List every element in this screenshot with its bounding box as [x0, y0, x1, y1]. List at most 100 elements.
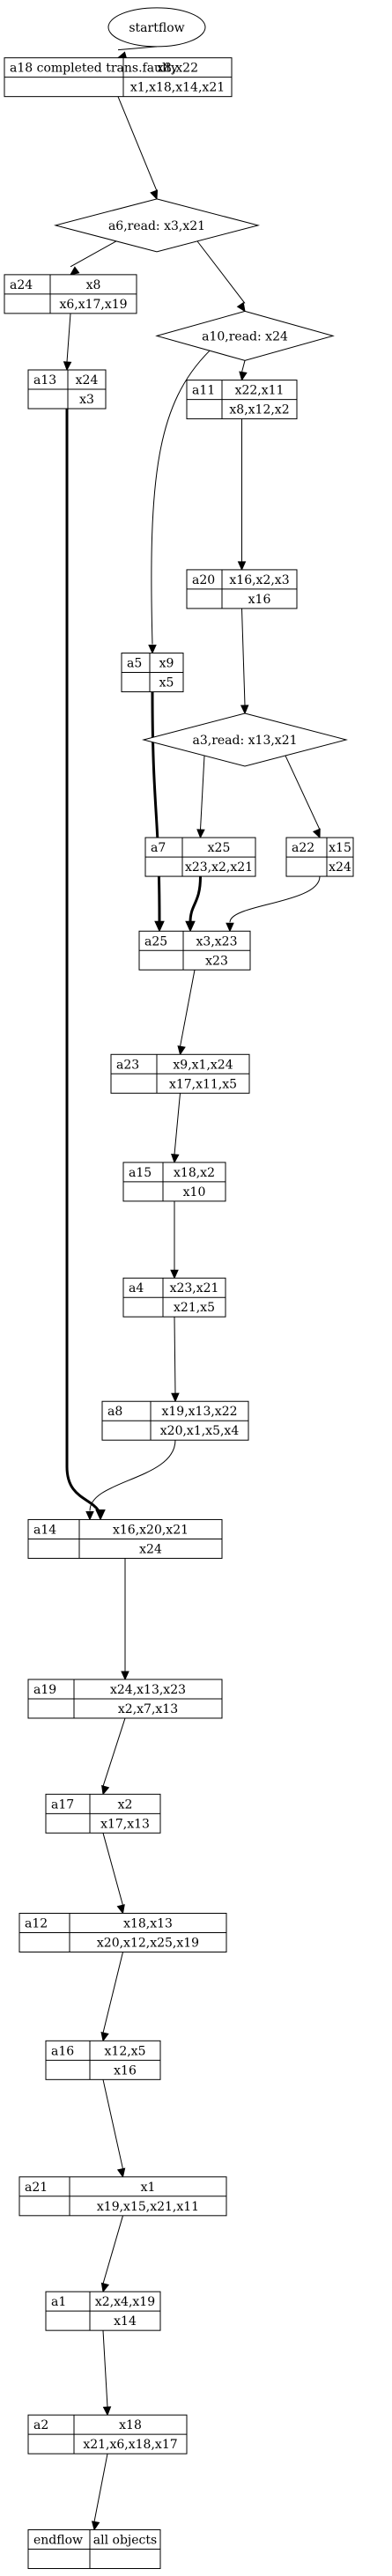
edge-a17-a12: [102, 1833, 125, 1915]
node-top-value: x9,x1,x24: [173, 1058, 233, 1072]
node-top-value: x24: [76, 373, 99, 388]
edge-arrowhead: [70, 266, 80, 276]
node-label: a2: [33, 2418, 48, 2432]
node-label: a14: [33, 1523, 56, 1537]
decision-a10: a10,read: x24: [155, 310, 335, 361]
node-bottom-value: x23,x2,x21: [185, 860, 253, 875]
edge-line: [229, 876, 321, 923]
node-label: a15: [129, 1166, 152, 1180]
edge-a22-a25: [226, 876, 321, 933]
node-bottom-value: x24: [139, 1542, 162, 1556]
edge-a7-a25: [185, 876, 202, 933]
edge-arrowhead: [100, 2282, 110, 2293]
edge-line: [65, 409, 100, 1512]
edge-line: [285, 755, 321, 830]
edge-arrowhead: [240, 705, 249, 715]
node-top-value: x8: [86, 278, 101, 292]
node-label: a22: [292, 841, 314, 855]
node-label: a7: [151, 841, 166, 855]
edge-line: [102, 1952, 123, 2033]
node-bottom-value: x23: [205, 954, 228, 968]
edge-line: [89, 1440, 176, 1511]
node-top-value: x2,x4,x19: [95, 2295, 155, 2309]
node-label: a20: [192, 573, 215, 587]
edge-line: [102, 2079, 123, 2169]
edge-line: [174, 1093, 181, 1155]
edge-line: [241, 360, 246, 373]
edge-arrowhead: [63, 361, 72, 372]
edge-arrowhead: [154, 920, 165, 933]
node-label: a16: [51, 2044, 74, 2058]
node-label: a24: [10, 278, 33, 292]
node-bottom-value: x8,x12,x2: [229, 403, 289, 417]
node-bottom-value: x19,x15,x21,x11: [97, 2200, 199, 2214]
node-label: a23: [116, 1058, 139, 1072]
edge-line: [70, 240, 117, 268]
node-top-value: x1: [141, 2181, 156, 2195]
node-top-value: x18: [119, 2418, 142, 2432]
edge-line: [117, 46, 158, 51]
decision-label: a6,read: x3,x21: [108, 219, 205, 233]
edge-a3-a22: [285, 755, 321, 839]
edge-a2-endflow: [91, 2454, 108, 2531]
edge-a10-a5: [148, 350, 211, 654]
node-top-value: x22,x11: [235, 384, 285, 398]
node-top-value: x23,x21: [170, 1281, 219, 1295]
node-a14: a14 x16,x20,x21 x24: [27, 1518, 223, 1559]
node-a8: a8 x19,x13,x22 x20,x1,x5,x4: [101, 1400, 249, 1441]
edge-line: [196, 240, 246, 304]
node-label: a25: [144, 934, 167, 948]
node-bottom-value: x5: [159, 676, 174, 690]
node-label: a19: [33, 1683, 56, 1697]
edge-arrowhead: [101, 1784, 110, 1796]
edge-a23-a15: [171, 1093, 181, 1164]
edge-arrowhead: [170, 1269, 179, 1280]
node-a18: a18 completed trans.faultyx8,x22x1,x18,x…: [4, 57, 233, 98]
node-top-value: x16,x20,x21: [113, 1523, 189, 1537]
edge-a11-a20: [237, 418, 247, 572]
node-a21: a21 x1 x19,x15,x21,x11: [18, 2176, 227, 2217]
edge-a25-a23: [177, 970, 196, 1056]
edge-arrowhead: [239, 371, 248, 381]
node-label: a12: [25, 1916, 48, 1930]
decision-diamond: [54, 198, 260, 253]
node-top-value: x18,x2: [174, 1166, 215, 1180]
edge-line: [151, 691, 161, 923]
node-bottom-value: x20,x1,x5,x4: [160, 1424, 240, 1438]
node-bottom-value: x17,x13: [100, 1817, 150, 1831]
edge-a13-a14: [65, 409, 106, 1521]
edge-a18-a6: [117, 96, 159, 201]
decision-a6: a6,read: x3,x21: [54, 198, 260, 253]
node-bottom-value: x21,x6,x18,x17: [83, 2438, 177, 2452]
decision-diamond: [155, 310, 335, 361]
edge-line: [102, 2330, 108, 2408]
edge-line: [66, 313, 71, 363]
edge-a12-a16: [100, 1952, 123, 2042]
node-top-value: x19,x13,x22: [161, 1405, 237, 1419]
edge-a10-a11: [239, 360, 248, 381]
edge-arrowhead: [237, 561, 247, 572]
edge-a15-a4: [170, 1200, 179, 1280]
node-label: a21: [25, 2181, 48, 2195]
edge-line: [151, 350, 211, 645]
edge-arrowhead: [102, 2406, 112, 2417]
edge-line: [102, 1833, 123, 1906]
edge-a5-a25: [151, 691, 165, 933]
node-bottom-value: x20,x12,x25,x19: [97, 1936, 199, 1950]
edge-arrowhead: [236, 301, 246, 313]
node-label: a8: [107, 1405, 122, 1419]
edge-arrowhead: [196, 829, 205, 839]
edge-line: [93, 2454, 108, 2522]
node-top-value: x8,x22: [157, 62, 198, 76]
node-bottom-value: x2,x7,x13: [118, 1702, 178, 1716]
